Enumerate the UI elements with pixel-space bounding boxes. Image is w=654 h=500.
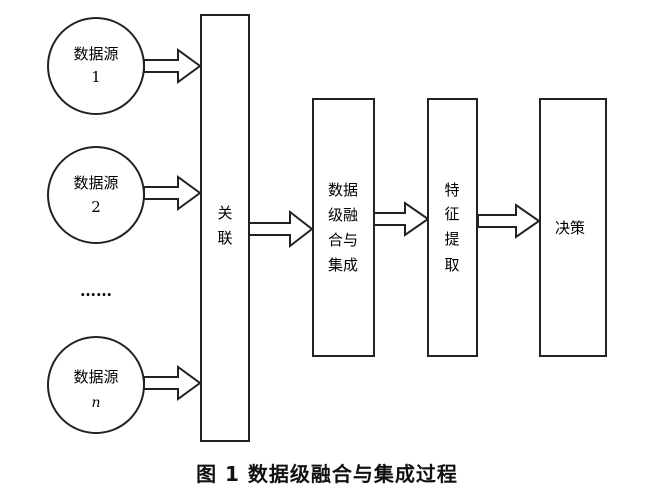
data-source-2: 数据源 2 (47, 146, 145, 244)
arrow-fusion-to-feature (373, 201, 430, 237)
fusion-label-2: 级融 (328, 206, 358, 224)
sources-ellipsis: …… (80, 281, 112, 300)
feature-label-1: 特 (444, 181, 459, 199)
data-source-1: 数据源 1 (47, 17, 145, 115)
fusion-label-1: 数据 (328, 181, 358, 199)
data-source-1-index: 1 (91, 68, 101, 86)
arrow-feature-to-decision (477, 203, 541, 239)
fusion-box: 数据 级融 合与 集成 (312, 98, 375, 357)
data-source-2-index: 2 (91, 198, 101, 216)
feature-label-2: 征 (444, 205, 459, 223)
feature-label-3: 提 (444, 230, 459, 248)
association-box: 关 联 (200, 14, 250, 442)
feature-label-4: 取 (444, 256, 459, 274)
data-source-1-label: 数据源 (73, 45, 118, 63)
association-label-1: 关 (217, 204, 232, 222)
data-source-2-label: 数据源 (73, 174, 118, 192)
figure-caption: 图 1 数据级融合与集成过程 (196, 462, 458, 486)
association-label-2: 联 (217, 229, 232, 247)
arrow-source-n-to-association (143, 365, 202, 401)
decision-label: 决策 (555, 219, 585, 237)
data-source-n-label: 数据源 (73, 368, 118, 386)
arrow-association-to-fusion (248, 209, 314, 249)
decision-box: 决策 (539, 98, 607, 357)
data-source-n-index: n (91, 395, 100, 411)
fusion-label-4: 集成 (328, 256, 358, 274)
fusion-label-3: 合与 (328, 231, 358, 249)
arrow-source-1-to-association (143, 48, 202, 84)
arrow-source-2-to-association (143, 175, 202, 211)
data-source-n: 数据源 n (47, 336, 145, 434)
feature-extraction-box: 特 征 提 取 (427, 98, 478, 357)
